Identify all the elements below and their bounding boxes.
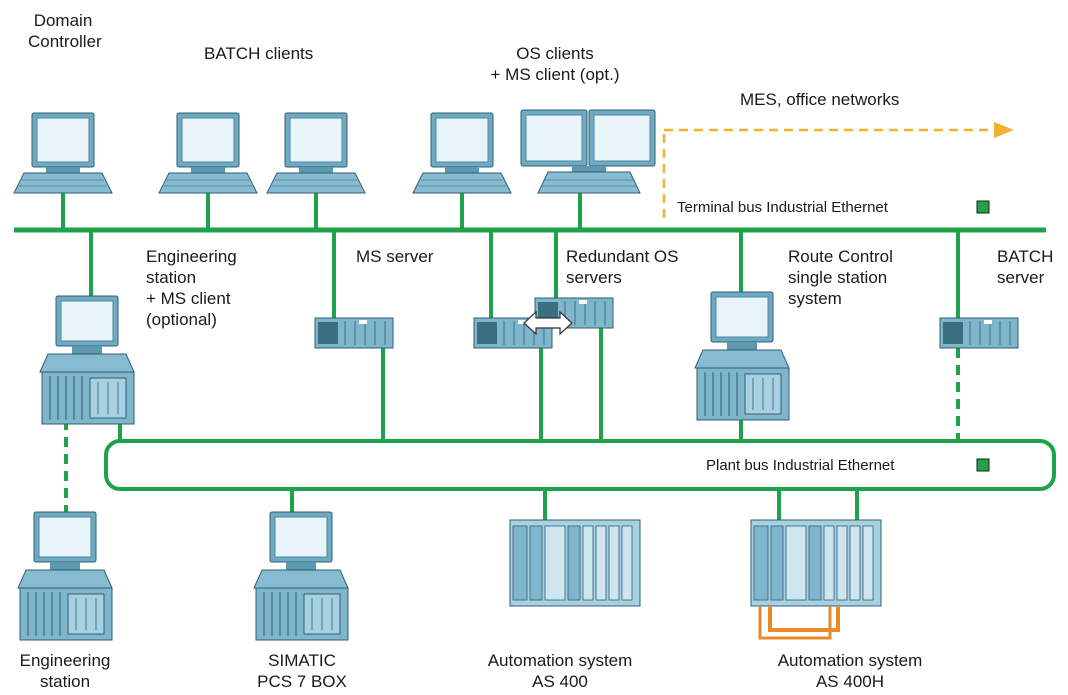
ms-server	[314, 317, 394, 349]
plant-bus-legend-square	[976, 458, 990, 472]
client-links	[61, 193, 582, 230]
es-ms-line-4: (optional)	[146, 310, 217, 329]
simatic-box-line-1: SIMATIC	[268, 651, 336, 670]
batch-client-pc-2	[266, 112, 366, 194]
route-control-line-3: system	[788, 289, 842, 308]
es-ms-line-3: + MS client	[146, 289, 231, 308]
batch-server-label: BATCH server	[997, 246, 1053, 288]
batch-clients-label: BATCH clients	[204, 44, 314, 63]
batch-server-line-2: server	[997, 268, 1045, 287]
simatic-pcs7-box	[253, 511, 349, 641]
mes-label: MES, office networks	[740, 90, 900, 109]
as400h-label: Automation system AS 400H	[760, 650, 940, 692]
server-links	[89, 230, 960, 441]
terminal-bus-label: Terminal bus Industrial Ethernet	[677, 199, 888, 216]
mes-link	[662, 122, 1014, 218]
os-client-dual-monitor-pc	[520, 109, 656, 194]
os-clients-line-2: + MS client (opt.)	[490, 65, 620, 84]
route-control-line-1: Route Control	[788, 247, 893, 266]
as400h-line-1: Automation system	[777, 651, 923, 670]
bottom-links	[290, 489, 859, 520]
engineering-station-ms-label: Engineering station + MS client (optiona…	[146, 246, 237, 330]
os-client-pc	[412, 112, 512, 194]
os-clients-label: OS clients + MS client (opt.)	[470, 43, 640, 85]
engineering-station-line-2: station	[39, 672, 91, 691]
as400-rack	[509, 519, 641, 607]
batch-server	[939, 317, 1019, 349]
domain-controller-pc	[13, 112, 113, 194]
terminal-bus-legend-square	[976, 200, 990, 214]
as400h-redundancy-link	[758, 606, 840, 640]
redundant-os-line-1: Redundant OS	[566, 247, 679, 266]
route-control-label: Route Control single station system	[788, 246, 893, 309]
route-control-line-2: single station	[788, 268, 888, 287]
as400-label: Automation system AS 400	[470, 650, 650, 692]
simatic-box-line-2: PCS 7 BOX	[257, 672, 347, 691]
domain-controller-line-1: Domain	[33, 11, 93, 30]
as400-line-1: Automation system	[487, 651, 633, 670]
engineering-station-line-1: Engineering	[19, 651, 111, 670]
redundant-os-label: Redundant OS servers	[566, 246, 678, 288]
ms-server-label: MS server	[356, 247, 434, 266]
es-ms-line-1: Engineering	[146, 247, 237, 266]
os-clients-line-1: OS clients	[516, 44, 594, 63]
domain-controller-label: Domain Controller	[28, 10, 102, 52]
plant-bus-label: Plant bus Industrial Ethernet	[706, 457, 895, 474]
engineering-station-label: Engineering station	[0, 650, 130, 692]
as400-line-2: AS 400	[532, 672, 588, 691]
route-control-station	[694, 291, 790, 421]
simatic-box-label: SIMATIC PCS 7 BOX	[232, 650, 372, 692]
batch-client-pc-1	[158, 112, 258, 194]
engineering-station	[17, 511, 113, 641]
as400h-line-2: AS 400H	[815, 672, 885, 691]
es-ms-line-2: station	[146, 268, 197, 287]
as400h-rack	[750, 519, 882, 607]
batch-server-line-1: BATCH	[997, 247, 1054, 266]
engineering-station-ms-client	[39, 295, 135, 425]
domain-controller-line-2: Controller	[28, 32, 102, 51]
plant-bus	[104, 439, 1056, 491]
redundant-os-line-2: servers	[566, 268, 622, 287]
redundancy-arrow	[523, 310, 573, 336]
